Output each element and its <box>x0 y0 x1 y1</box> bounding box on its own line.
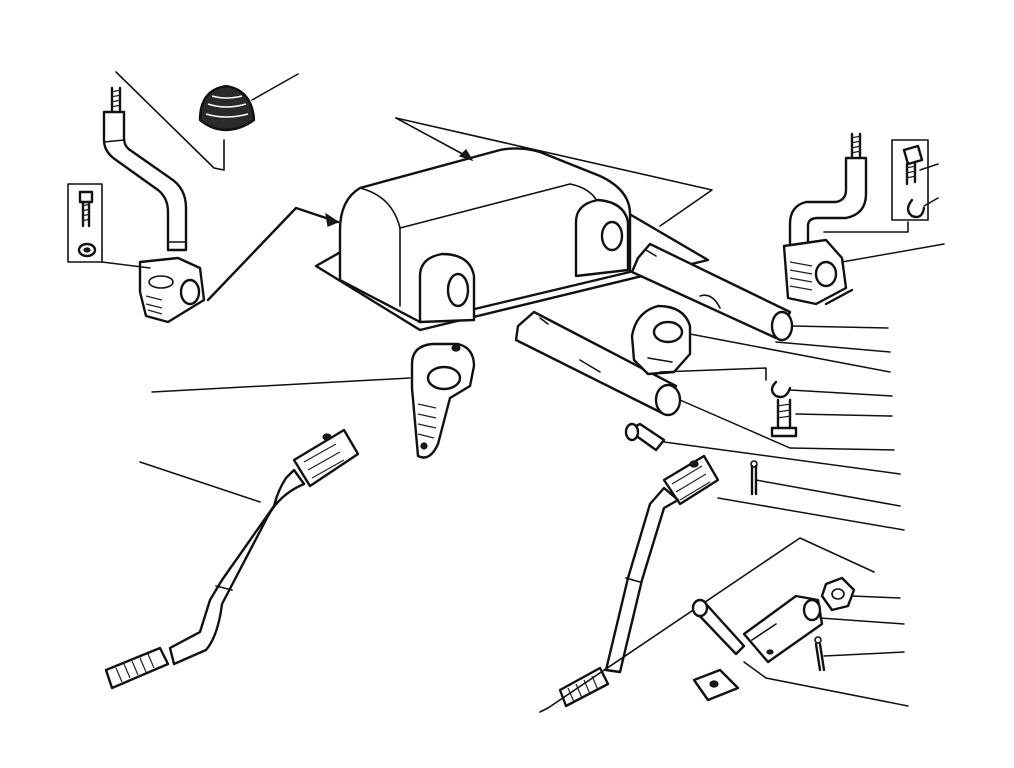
upper-shaft-leader <box>791 325 889 329</box>
left-bolt-tie <box>101 261 151 269</box>
set-bolt-leader <box>795 413 893 417</box>
lower-shaft-leader <box>679 399 895 451</box>
left-lock-washer <box>77 242 97 258</box>
lower-shaft <box>514 310 682 417</box>
arm-leader-right <box>689 333 891 373</box>
right-lever-leader <box>823 221 909 233</box>
set-bolt <box>770 398 798 438</box>
cover-leader-right <box>395 117 713 227</box>
right-rod-bracket <box>547 537 875 709</box>
left-rod-leader <box>139 461 261 503</box>
clevis-pin <box>624 422 666 452</box>
fork-leader <box>151 377 411 393</box>
yoke-pin <box>691 598 746 656</box>
split-pin <box>750 460 758 496</box>
arm-leader <box>659 367 767 381</box>
selector-cover <box>314 147 710 332</box>
left-lever-leader <box>115 71 225 171</box>
upper-shaft-leader-2 <box>775 341 891 353</box>
plate-washer <box>692 668 740 702</box>
split-pin-leader <box>755 479 901 507</box>
right-clamp-bolt <box>891 139 929 221</box>
clevis-pin-leader <box>663 441 901 475</box>
yoke-split-pin <box>814 636 826 672</box>
rubber-boot <box>198 84 256 132</box>
left-shift-lever <box>102 86 206 324</box>
right-lever-callout <box>841 243 945 263</box>
retaining-clip <box>770 380 792 399</box>
right-lever-arrow <box>824 288 854 306</box>
left-lever-arrow <box>206 206 340 302</box>
left-rod-thread <box>104 646 170 690</box>
yoke-leader <box>819 617 905 625</box>
upper-shaft <box>630 242 794 342</box>
clip-leader <box>789 389 893 397</box>
boot-leader <box>251 73 299 101</box>
plate-leader <box>743 661 909 707</box>
left-clamp-bolt <box>67 183 103 263</box>
right-clevis-rod <box>558 454 720 708</box>
yoke-split-pin-leader <box>823 651 905 657</box>
right-bolt-leader <box>919 163 939 171</box>
right-washer-leader <box>923 197 939 207</box>
left-clevis-rod <box>168 428 360 666</box>
nut-leader <box>851 595 901 599</box>
cover-leader-top <box>395 117 471 159</box>
right-shift-lever <box>782 132 868 306</box>
hex-nut <box>820 576 856 612</box>
selector-fork <box>410 342 476 459</box>
clevis-yoke <box>742 594 824 664</box>
right-rod-leader <box>717 497 905 531</box>
center-lever-arm <box>630 304 692 376</box>
right-lock-washer <box>906 198 926 219</box>
